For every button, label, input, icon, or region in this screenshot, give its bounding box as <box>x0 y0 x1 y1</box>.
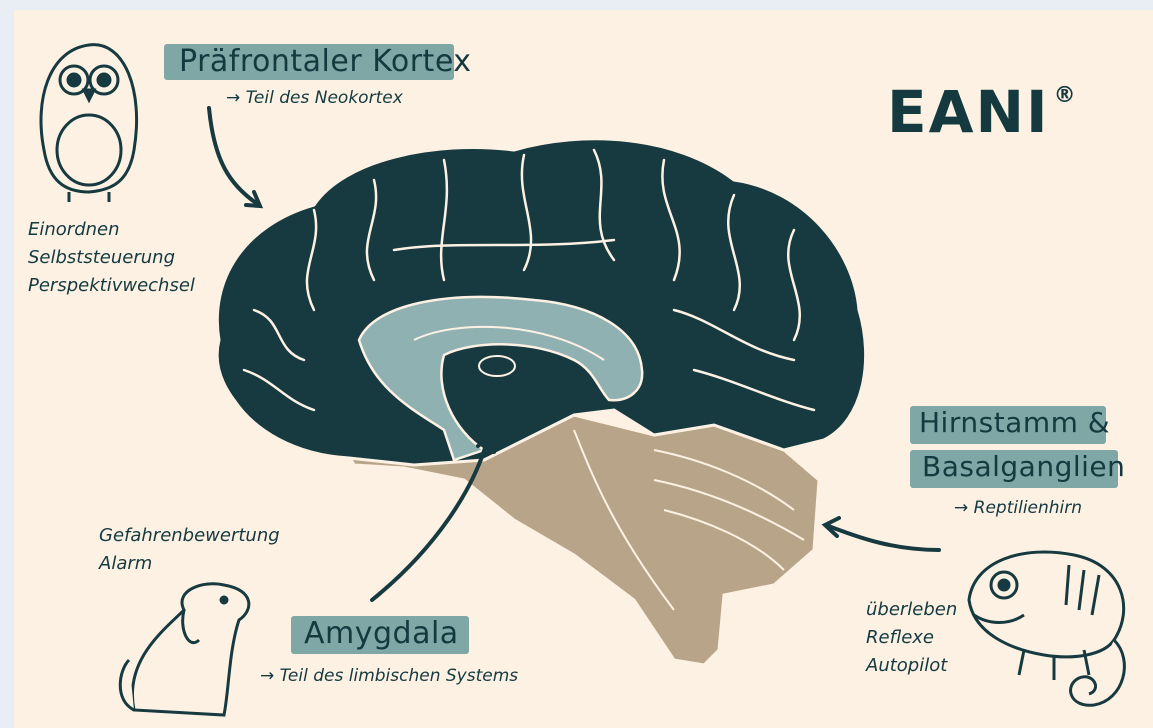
chameleon-functions-list: überleben Reflexe Autopilot <box>866 596 957 680</box>
owl-function-item: Einordnen <box>28 216 195 244</box>
dog-functions-list: Gefahrenbewertung Alarm <box>99 522 280 578</box>
infographic-canvas: Präfrontaler Kortex → Teil des Neokortex… <box>14 10 1153 728</box>
prefrontal-title: Präfrontaler Kortex <box>179 44 472 79</box>
chameleon-function-item: Reflexe <box>866 624 957 652</box>
amygdala-subtitle: → Teil des limbischen Systems <box>260 666 518 686</box>
owl-functions-list: Einordnen Selbststeuerung Perspektivwech… <box>28 216 195 300</box>
owl-icon <box>41 45 137 202</box>
eani-logo: EANI® <box>887 78 1078 146</box>
chameleon-function-item: Autopilot <box>866 652 957 680</box>
brainstem-arrow <box>826 525 939 550</box>
dog-function-item: Gefahrenbewertung <box>99 522 280 550</box>
brainstem-title-line1: Hirnstamm & <box>919 406 1110 439</box>
amygdala-title: Amygdala <box>304 616 459 651</box>
dog-function-item: Alarm <box>99 550 280 578</box>
prefrontal-arrow <box>209 108 259 205</box>
prefrontal-subtitle: → Teil des Neokortex <box>226 88 403 108</box>
brainstem-subtitle: → Reptilienhirn <box>954 498 1082 518</box>
owl-function-item: Perspektivwechsel <box>28 272 195 300</box>
dog-icon <box>120 584 249 715</box>
chameleon-icon <box>969 552 1124 705</box>
brainstem-title-line2: Basalganglien <box>922 450 1125 483</box>
owl-function-item: Selbststeuerung <box>28 244 195 272</box>
brain-illustration <box>217 139 865 665</box>
chameleon-function-item: überleben <box>866 596 957 624</box>
